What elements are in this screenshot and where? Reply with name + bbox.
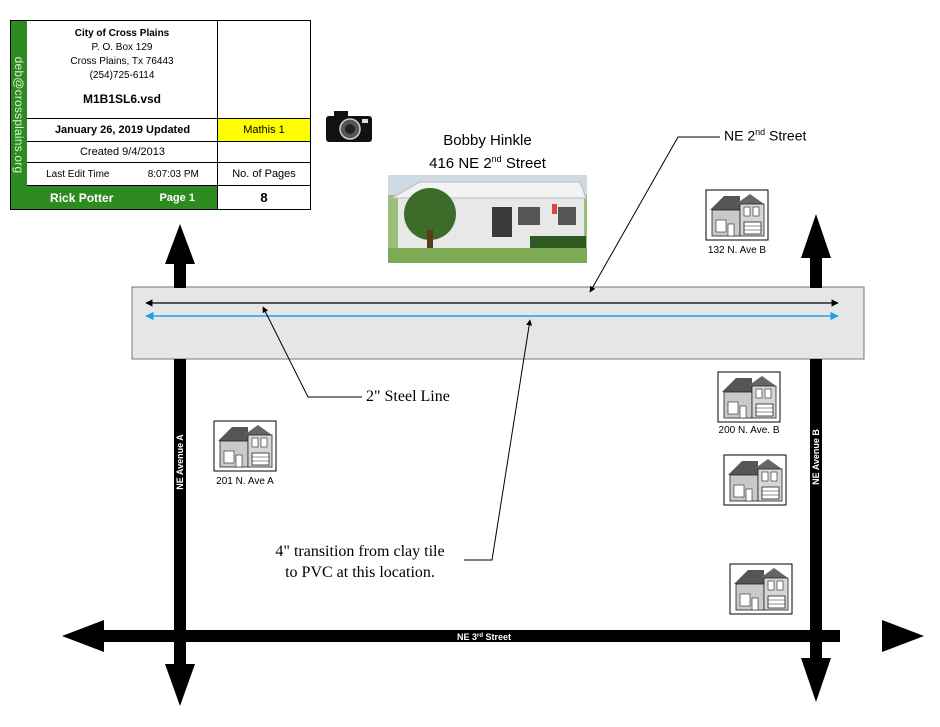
email-text[interactable]: deb@crossplains.org (12, 56, 26, 174)
ave-a-road (165, 224, 195, 706)
email-strip: deb@crossplains.org (11, 21, 27, 209)
last-edit-time: 8:07:03 PM (147, 168, 199, 180)
ave-b-label: NE Avenue B (811, 429, 821, 485)
ne2-street-label: NE 2nd Street (724, 127, 807, 144)
page-number: Page 1 (159, 191, 195, 204)
house-label: 200 N. Ave. B (719, 425, 780, 436)
steel-line-annotation: 2" Steel Line (366, 388, 450, 405)
house-icon (705, 189, 769, 241)
city-state: Cross Plains, Tx 76443 (70, 56, 174, 67)
created-date: Created 9/4/2013 (27, 141, 218, 162)
house-label: 132 N. Ave B (708, 245, 767, 256)
transition-line-2: to PVC at this location. (285, 564, 435, 581)
house-icon (723, 454, 787, 506)
ne3-road (62, 620, 924, 652)
house-icon (729, 563, 793, 615)
ave-b-road (801, 214, 831, 702)
ne2-street-band (131, 286, 865, 360)
last-edit-row: Last Edit Time 8:07:03 PM (27, 162, 218, 185)
author: Rick Potter (50, 190, 114, 205)
camera-icon[interactable] (326, 111, 372, 142)
pages-count: 8 (217, 185, 310, 209)
owner-name: Bobby Hinkle (443, 132, 532, 149)
pages-label: No. of Pages (217, 162, 310, 185)
steel-leader (262, 306, 362, 398)
owner-address: 416 NE 2nd Street (429, 154, 546, 172)
ave-a-label: NE Avenue A (175, 434, 185, 490)
transition-leader (464, 319, 533, 561)
house-icon (717, 371, 781, 423)
house-icon (213, 420, 277, 472)
house-owner-label: Bobby Hinkle 416 NE 2nd Street (388, 132, 587, 173)
ne3-street-label: NE 3rd Street (457, 632, 511, 642)
ne2-leader (589, 136, 720, 293)
city-name: City of Cross Plains (74, 28, 170, 39)
transition-annotation: 4" transition from clay tile to PVC at t… (258, 541, 462, 583)
house-photo[interactable] (388, 175, 587, 263)
transition-line-1: 4" transition from clay tile (275, 543, 445, 560)
file-name: M1B1SL6.vsd (82, 92, 162, 106)
tag-cell: Mathis 1 (217, 118, 310, 141)
author-row: Rick Potter Page 1 (27, 185, 218, 209)
city-info: City of Cross Plains P. O. Box 129 Cross… (27, 21, 218, 118)
title-block: deb@crossplains.org City of Cross Plains… (10, 20, 311, 210)
updated-date: January 26, 2019 Updated (27, 118, 218, 141)
house-label: 201 N. Ave A (216, 476, 274, 487)
last-edit-label: Last Edit Time (46, 168, 110, 180)
blank-cell (217, 141, 310, 162)
phone: (254)725-6114 (89, 70, 155, 81)
po-box: P. O. Box 129 (91, 42, 153, 53)
